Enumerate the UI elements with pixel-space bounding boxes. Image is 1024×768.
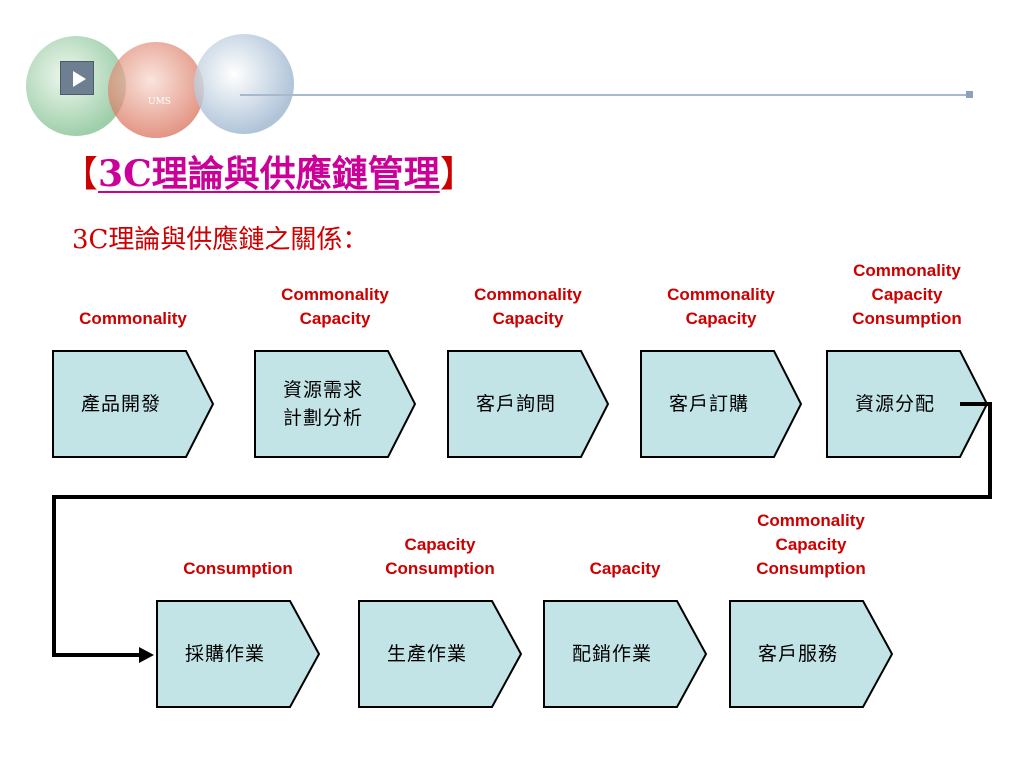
header-square-bullet (966, 91, 973, 98)
process-step: 資源分配 (826, 350, 989, 458)
process-step-label: 產品開發 (80, 393, 161, 415)
process-step: 客戶服務 (729, 600, 894, 708)
title-open-bracket: 【 (62, 154, 99, 195)
capability-label: Commonality Capacity (667, 285, 775, 328)
capability-label: Commonality Capacity (281, 285, 389, 328)
capability-label: Commonality Capacity (474, 285, 582, 328)
capability-label: Capacity Consumption (385, 535, 495, 578)
process-step: 生產作業 (358, 600, 523, 708)
logo-text: UMS (148, 97, 171, 107)
play-button[interactable] (60, 61, 94, 95)
capability-label: Commonality Capacity Consumption (756, 511, 866, 578)
process-step-label: 配銷作業 (571, 643, 652, 665)
process-step: 客戶訂購 (640, 350, 803, 458)
globe-logo-icon: UMS (26, 34, 294, 138)
header-divider (240, 94, 966, 96)
process-step-label: 資源分配 (854, 393, 935, 415)
capability-label: Consumption (183, 559, 293, 578)
process-step-label: 資源需求 計劃分析 (282, 379, 363, 429)
process-step: 配銷作業 (543, 600, 708, 708)
capability-label: Commonality (79, 309, 187, 328)
title-text: 3C理論與供應鏈管理 (98, 153, 440, 195)
title-close-bracket: 】 (439, 154, 476, 195)
process-step-label: 客戶服務 (757, 643, 838, 665)
process-step-label: 客戶訂購 (668, 393, 749, 415)
capability-label: Capacity (589, 559, 661, 578)
process-step: 採購作業 (156, 600, 321, 708)
process-step: 資源需求 計劃分析 (254, 350, 417, 458)
process-step: 客戶詢問 (447, 350, 610, 458)
process-step: 產品開發 (52, 350, 215, 458)
capability-label: Commonality Capacity Consumption (852, 261, 962, 328)
subtitle: 3C理論與供應鏈之關係： (72, 225, 369, 255)
page-title: 【3C理論與供應鏈管理】 (62, 150, 476, 199)
process-step-label: 採購作業 (184, 643, 265, 665)
process-step-label: 生產作業 (386, 643, 467, 665)
process-step-label: 客戶詢問 (475, 393, 556, 415)
